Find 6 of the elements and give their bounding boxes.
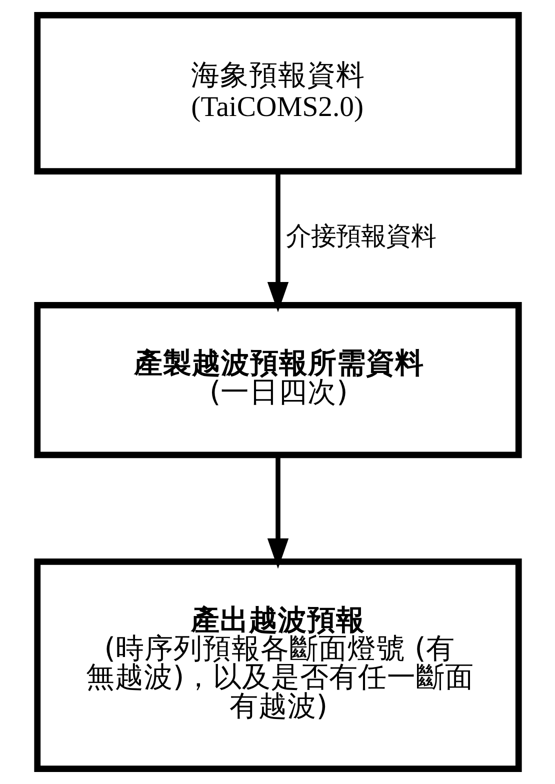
arrow <box>266 455 288 569</box>
arrow <box>266 172 288 312</box>
edge-label: 介接預報資料 <box>286 221 436 252</box>
node-box: 產出越波預報 (時序列預報各斷面燈號 (有無越波)，以及是否有任一斷面有越波) <box>34 558 522 772</box>
node-box: 海象預報資料 (TaiCOMS2.0) <box>34 12 522 174</box>
node-box: 產製越波預報所需資料 (一日四次) <box>34 302 522 458</box>
